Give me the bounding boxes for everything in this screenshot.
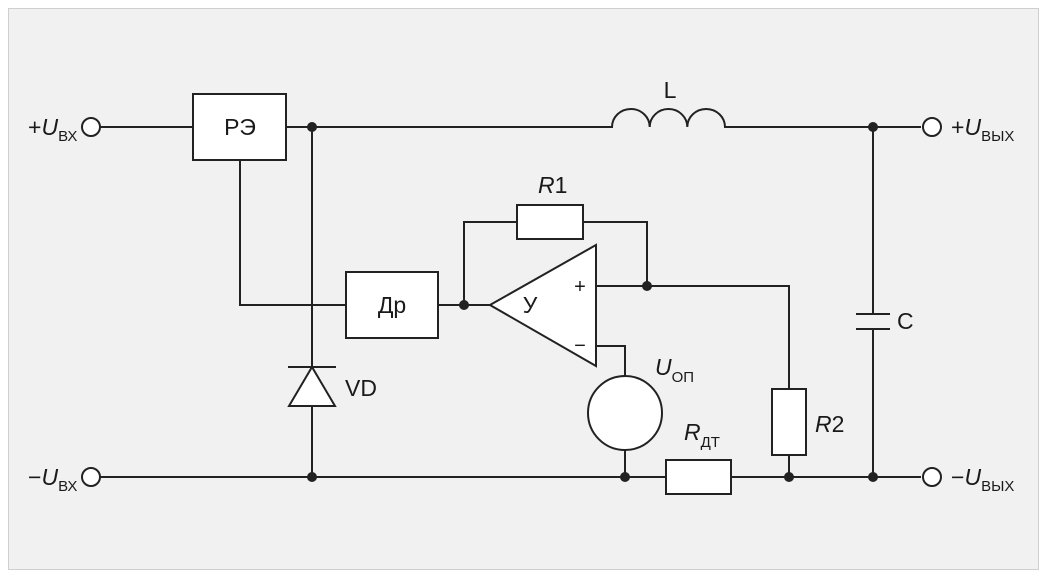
capacitor-label: C bbox=[897, 308, 914, 334]
junction-dot bbox=[868, 472, 878, 482]
junction-dot bbox=[642, 281, 652, 291]
output-plus-terminal bbox=[922, 117, 942, 137]
regulating-element-box bbox=[192, 93, 287, 161]
input-plus-label: +UВХ bbox=[28, 114, 77, 145]
r1-label: R1 bbox=[538, 172, 567, 198]
output-plus-label: +UВЫХ bbox=[951, 114, 1014, 145]
diode-symbol bbox=[287, 365, 337, 407]
output-minus-label: −UВЫХ bbox=[951, 464, 1014, 495]
junction-dot bbox=[307, 122, 317, 132]
sense-resistor-label: RДТ bbox=[684, 419, 720, 451]
junction-dot bbox=[620, 472, 630, 482]
regulating-element-label: РЭ bbox=[224, 114, 256, 140]
input-plus-terminal bbox=[81, 117, 101, 137]
driver-box bbox=[345, 271, 439, 339]
amp-minus-label: − bbox=[574, 335, 586, 357]
output-minus-terminal bbox=[922, 467, 942, 487]
reference-label: UОП bbox=[655, 354, 694, 386]
junction-dot bbox=[868, 122, 878, 132]
input-minus-label: −UВХ bbox=[28, 464, 77, 495]
junction-dot bbox=[459, 300, 469, 310]
inductor-coil bbox=[610, 108, 727, 129]
sense-resistor bbox=[665, 459, 732, 495]
r1-resistor bbox=[516, 204, 584, 240]
r2-resistor bbox=[771, 388, 807, 456]
r2-label: R2 bbox=[815, 411, 844, 437]
amp-plus-label: + bbox=[574, 276, 586, 298]
input-minus-terminal bbox=[81, 467, 101, 487]
inductor-label: L bbox=[664, 77, 677, 103]
amplifier-triangle bbox=[487, 243, 597, 368]
reference-source bbox=[587, 375, 663, 451]
driver-label: Др bbox=[378, 292, 406, 318]
diode-label: VD bbox=[345, 375, 377, 401]
junction-dot bbox=[307, 472, 317, 482]
amplifier-label: У bbox=[523, 292, 538, 318]
junction-dot bbox=[784, 472, 794, 482]
junctions bbox=[307, 122, 878, 482]
